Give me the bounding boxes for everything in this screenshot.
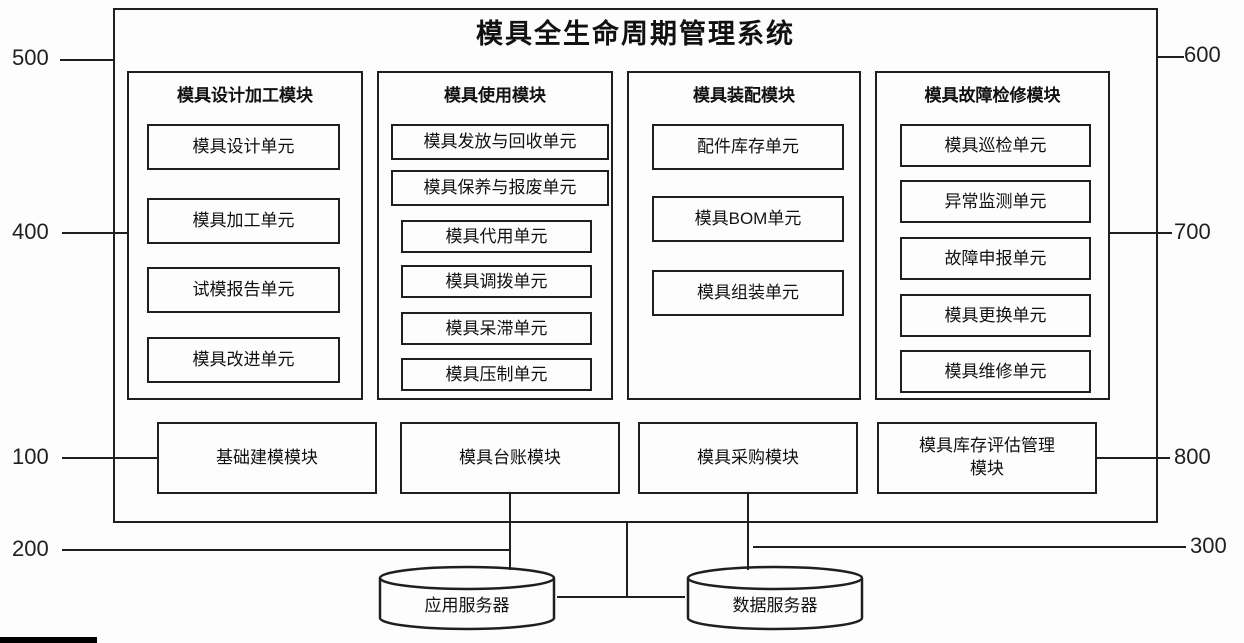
module-box-ledger: 模具台账模块 [400,422,620,494]
module-box-usage: 模具使用模块 模具发放与回收单元 模具保养与报废单元 模具代用单元 模具调拨单元… [377,71,613,400]
leader-line-100 [62,457,157,459]
ref-label-300: 300 [1190,533,1227,558]
ref-label-200: 200 [12,536,49,561]
ref-label-100: 100 [12,444,49,469]
unit-box-assembly-1: 配件库存单元 [652,124,844,170]
unit-box-usage-1: 模具发放与回收单元 [391,124,609,160]
module-label-assembly: 模具装配模块 [693,86,795,105]
module-box-maintenance: 模具故障检修模块 模具巡检单元 异常监测单元 故障申报单元 模具更换单元 模具维… [875,71,1110,400]
app-server-label: 应用服务器 [424,596,510,615]
data-server-node: 数据服务器 [685,565,865,633]
ref-label-700: 700 [1174,219,1211,244]
connector-ledger-to-app-server [509,494,511,570]
cylinder-icon [378,565,556,631]
connector-procurement-to-data-server [747,494,749,570]
unit-box-usage-5: 模具呆滞单元 [401,312,592,345]
module-label-design: 模具设计加工模块 [177,86,313,105]
system-title: 模具全生命周期管理系统 [476,19,795,49]
connector-system-to-servers [626,523,628,598]
unit-box-maintenance-3: 故障申报单元 [900,237,1091,280]
module-box-design: 模具设计加工模块 模具设计单元 模具加工单元 试模报告单元 模具改进单元 [127,71,363,400]
unit-box-usage-4: 模具调拨单元 [401,265,592,298]
unit-box-assembly-3: 模具组装单元 [652,270,844,316]
ref-label-400: 400 [12,219,49,244]
unit-box-usage-6: 模具压制单元 [401,358,592,391]
unit-box-maintenance-2: 异常监测单元 [900,180,1091,223]
unit-box-design-3: 试模报告单元 [147,267,340,313]
unit-box-maintenance-5: 模具维修单元 [900,350,1091,393]
unit-box-usage-3: 模具代用单元 [401,220,592,253]
leader-line-600 [1158,56,1184,58]
module-label-maintenance: 模具故障检修模块 [924,86,1061,105]
leader-line-700 [1110,232,1172,234]
cylinder-icon [686,565,864,631]
leader-line-800 [1097,457,1170,459]
module-label-usage: 模具使用模块 [444,86,546,105]
unit-box-design-2: 模具加工单元 [147,198,340,244]
unit-box-maintenance-1: 模具巡检单元 [900,124,1091,167]
module-box-procurement: 模具采购模块 [638,422,858,494]
ref-label-500: 500 [12,45,49,70]
unit-box-design-4: 模具改进单元 [147,337,340,383]
unit-box-design-1: 模具设计单元 [147,124,340,170]
unit-box-usage-2: 模具保养与报废单元 [391,170,609,206]
connector-between-servers [557,596,685,598]
unit-box-maintenance-4: 模具更换单元 [900,294,1091,337]
module-box-basic-modeling: 基础建模模块 [157,422,377,494]
scan-artifact-bar [0,637,97,643]
module-box-inventory-evaluation: 模具库存评估管理模块 [877,422,1097,494]
leader-line-400 [62,232,127,234]
module-box-assembly: 模具装配模块 配件库存单元 模具BOM单元 模具组装单元 [627,71,861,400]
leader-line-300 [753,546,1186,548]
leader-line-500 [60,59,113,61]
unit-box-assembly-2: 模具BOM单元 [652,196,844,242]
data-server-label: 数据服务器 [732,596,818,615]
ref-label-800: 800 [1174,444,1211,469]
ref-label-600: 600 [1184,42,1221,67]
leader-line-200 [62,549,510,551]
app-server-node: 应用服务器 [377,565,557,633]
